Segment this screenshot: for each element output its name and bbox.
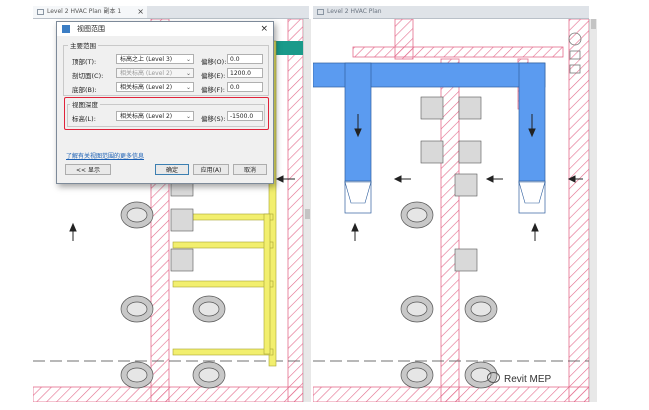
view-controls[interactable] xyxy=(568,32,582,74)
bottom-offset-input[interactable]: 0.0 xyxy=(227,82,263,92)
view-range-dialog: 视图范围 × 主要范围 顶部(T): 标高之上 (Level 3)⌄ 偏移(O)… xyxy=(56,21,274,184)
chevron-down-icon: ⌄ xyxy=(185,84,191,91)
right-vertical-scrollbar[interactable] xyxy=(589,19,597,402)
watermark: Revit MEP xyxy=(487,372,551,385)
left-tab-bar: Level 2 HVAC Plan 副本 1 × xyxy=(33,6,309,19)
top-offset-input[interactable]: 0.0 xyxy=(227,54,263,64)
duct-outlets xyxy=(344,181,546,204)
walls xyxy=(313,19,589,402)
view-depth-level-select[interactable]: 相关标高 (Level 2)⌄ xyxy=(116,111,194,121)
close-icon[interactable]: × xyxy=(260,24,268,34)
learn-more-link[interactable]: 了解有关视图范围的更多信息 xyxy=(66,153,145,160)
right-view-canvas[interactable] xyxy=(313,19,589,402)
right-tab-bar: Level 2 HVAC Plan xyxy=(313,6,589,19)
chevron-down-icon: ⌄ xyxy=(185,56,191,63)
view-depth-offset-input[interactable]: -1500.0 xyxy=(227,111,263,121)
chevron-down-icon: ⌄ xyxy=(185,70,191,77)
show-button[interactable]: << 显示 xyxy=(65,164,111,175)
floor-drain-units xyxy=(170,173,194,272)
primary-range-label: 主要范围 xyxy=(68,40,98,50)
toilets xyxy=(120,201,226,389)
cancel-button[interactable]: 取消 xyxy=(233,164,267,175)
tab-right-view[interactable]: Level 2 HVAC Plan xyxy=(313,6,407,18)
apply-button[interactable]: 应用(A) xyxy=(193,164,229,175)
scroll-thumb[interactable] xyxy=(305,209,310,219)
close-icon[interactable]: × xyxy=(137,7,144,16)
wechat-icon xyxy=(487,372,500,383)
tab-left-view[interactable]: Level 2 HVAC Plan 副本 1 × xyxy=(33,6,147,18)
chevron-down-icon: ⌄ xyxy=(185,113,191,120)
duct-flow-arrows xyxy=(354,114,536,138)
left-vertical-scrollbar[interactable] xyxy=(303,19,311,402)
revit-icon xyxy=(62,25,70,33)
view-depth-label: 视图深度 xyxy=(70,99,100,109)
top-level-select[interactable]: 标高之上 (Level 3)⌄ xyxy=(116,54,194,64)
highlight-box xyxy=(64,97,269,130)
floor-plan-icon xyxy=(37,9,44,15)
view-depth-group: 视图深度 标高(L): 相关标高 (Level 2)⌄ 偏移(S): -1500… xyxy=(67,99,265,127)
cut-plane-select: 相关标高 (Level 2)⌄ xyxy=(116,68,194,78)
floor-plan-icon xyxy=(317,9,324,15)
dialog-title-bar: 视图范围 × xyxy=(57,22,273,36)
ok-button[interactable]: 确定 xyxy=(155,164,189,175)
scroll-thumb[interactable] xyxy=(591,19,596,29)
cut-plane-offset-input[interactable]: 1200.0 xyxy=(227,68,263,78)
duct-stub xyxy=(270,41,303,55)
toilets xyxy=(400,201,498,389)
sinks xyxy=(420,96,482,272)
bottom-level-select[interactable]: 相关标高 (Level 2)⌄ xyxy=(116,82,194,92)
dialog-title: 视图范围 xyxy=(77,25,105,33)
primary-range-group: 主要范围 顶部(T): 标高之上 (Level 3)⌄ 偏移(O): 0.0 剖… xyxy=(63,40,269,96)
flow-arrows xyxy=(351,175,583,241)
